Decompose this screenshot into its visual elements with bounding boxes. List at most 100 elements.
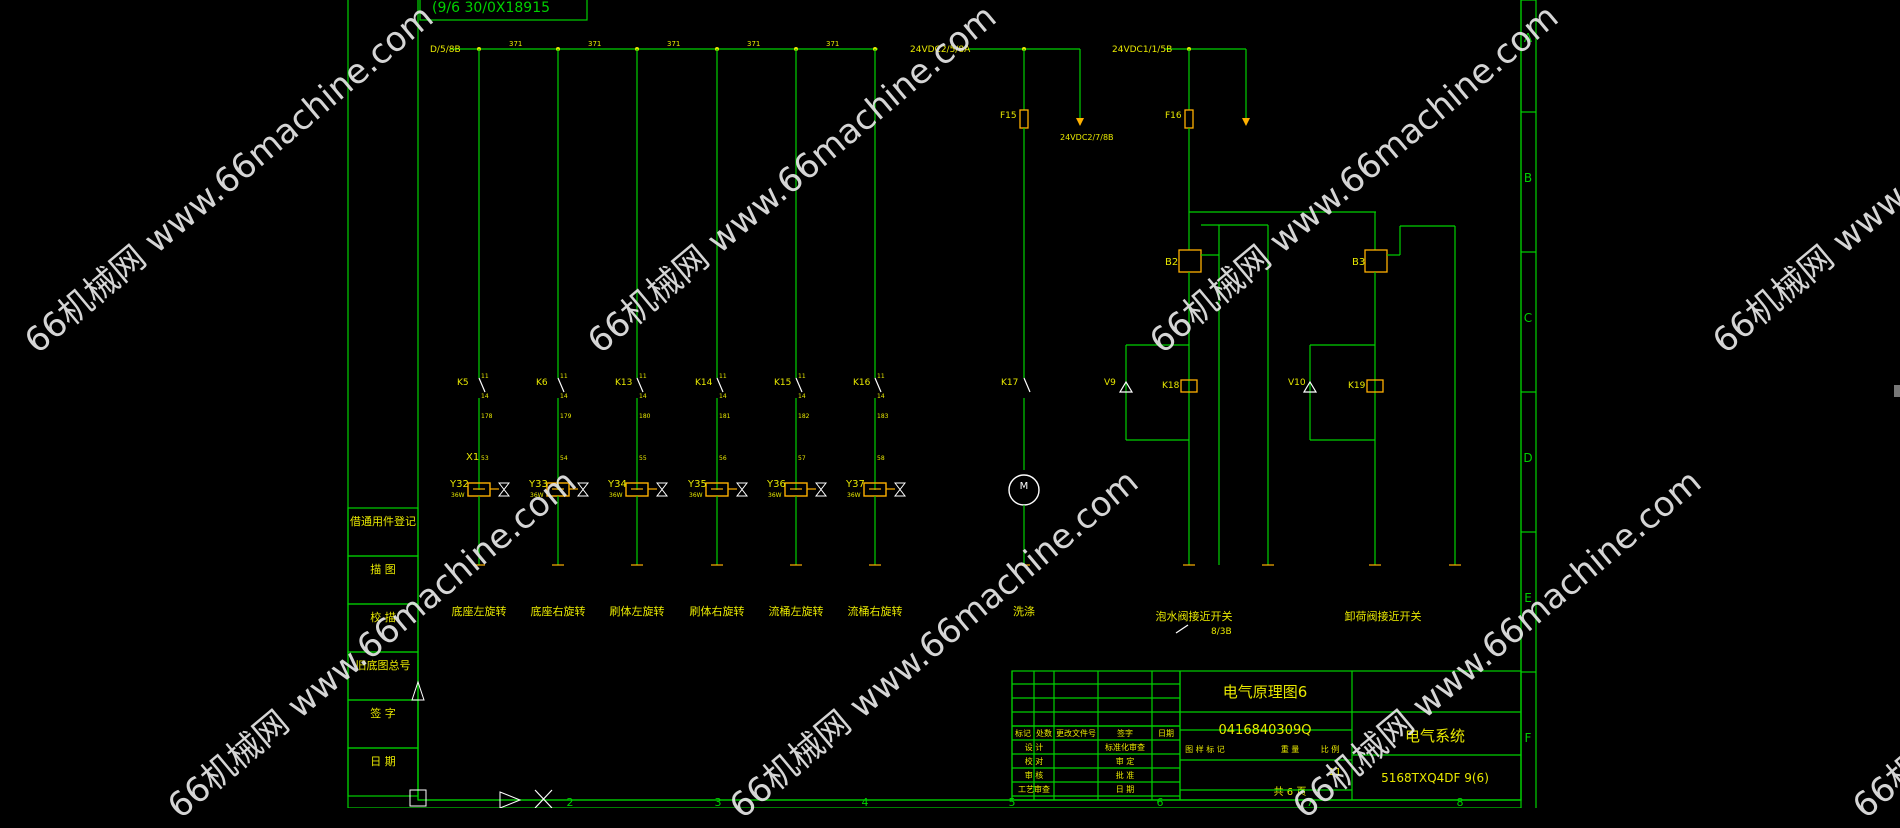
fuse-b-label: F16 xyxy=(1165,111,1182,121)
label-V10: V10 xyxy=(1288,378,1306,388)
side-label-6: 日 期 xyxy=(370,755,396,768)
wire-number: 181 xyxy=(719,413,731,420)
side-box xyxy=(409,789,427,807)
cross-ref-b: 24VDC2/7/8B xyxy=(1060,133,1114,142)
tb-row-label-b-1: 标准化审查 xyxy=(1105,742,1145,752)
bus-number: 371 xyxy=(747,40,760,48)
tb-title: 电气原理图6 xyxy=(1223,683,1308,701)
tb-weight: 重 量 xyxy=(1281,744,1300,754)
terminal: 11 xyxy=(560,373,568,380)
scrollbar-thumb[interactable] xyxy=(1894,385,1900,397)
valve-symbol xyxy=(576,482,590,497)
side-arrow2 xyxy=(499,791,522,808)
column-number-5: 5 xyxy=(1009,796,1016,808)
valve-Y32: Y32 xyxy=(449,479,469,490)
valve-power: 36W xyxy=(451,492,465,499)
valve-symbol xyxy=(497,482,511,497)
terminal: 14 xyxy=(481,393,489,400)
fuse-F15 xyxy=(1019,109,1029,129)
column-number-7: 7 xyxy=(1307,796,1314,808)
wire-number: 57 xyxy=(798,455,806,462)
valve-power: 36W xyxy=(530,492,544,499)
terminal: 11 xyxy=(639,373,647,380)
bus-number: 371 xyxy=(588,40,601,48)
tb-col-head-4: 签字 xyxy=(1117,728,1133,738)
terminal: 11 xyxy=(798,373,806,380)
label-V9: V9 xyxy=(1104,378,1116,388)
row-letter-A: A xyxy=(1524,31,1533,45)
bus-number: 371 xyxy=(509,40,522,48)
wire-number: 178 xyxy=(481,413,493,420)
valve-symbol xyxy=(735,482,749,497)
side-arrow xyxy=(411,680,425,701)
branch-label-6: 流桶右旋转 xyxy=(848,604,903,618)
label-B3: B3 xyxy=(1352,257,1365,268)
tb-row-label-2: 校 对 xyxy=(1025,756,1044,766)
side-label-1: 借通用件登记 xyxy=(350,514,416,528)
wire-number: 183 xyxy=(877,413,889,420)
tb-col-head-3: 更改文件号 xyxy=(1056,728,1096,738)
relay-contact xyxy=(795,377,803,393)
row-letter-C: C xyxy=(1524,311,1532,325)
relay-K14: K14 xyxy=(695,378,713,388)
valve-Y34: Y34 xyxy=(607,479,627,490)
label-valve1: 泡水阀接近开关 xyxy=(1156,609,1233,623)
tb-code: 0416840309Q xyxy=(1219,723,1312,738)
terminal: 14 xyxy=(798,393,806,400)
terminal: 14 xyxy=(639,393,647,400)
diode-V10 xyxy=(1302,380,1318,393)
relay-K17: K17 xyxy=(1001,378,1018,388)
terminal: 11 xyxy=(719,373,727,380)
wire-number: 180 xyxy=(639,413,651,420)
relay-K16: K16 xyxy=(853,378,871,388)
relay-contact xyxy=(874,377,882,393)
valve-power: 36W xyxy=(768,492,782,499)
supply-b: 24VDC2/5/8A xyxy=(910,45,971,55)
switch-ref: 8/3B xyxy=(1211,627,1232,637)
title-top-box xyxy=(419,0,588,21)
branch-label-1: 底座左旋转 xyxy=(452,604,507,618)
bus-number: 371 xyxy=(826,40,839,48)
terminal: 11 xyxy=(481,373,489,380)
wash-arrow xyxy=(1076,118,1084,126)
valve-Y33: Y33 xyxy=(528,479,548,490)
tb-row-label-3: 审 核 xyxy=(1025,770,1044,780)
wire-number: 56 xyxy=(719,455,727,462)
proximity-B3 xyxy=(1364,249,1388,273)
side-mark xyxy=(534,789,553,808)
valve-arrow xyxy=(1242,118,1250,126)
wire-number: 58 xyxy=(877,455,885,462)
relay-K6: K6 xyxy=(536,378,548,388)
column-number-4: 4 xyxy=(862,796,869,808)
column-number-8: 8 xyxy=(1457,796,1464,808)
tb-row-label-b-3: 批 准 xyxy=(1116,770,1135,780)
proximity-B2 xyxy=(1178,249,1202,273)
relay-coil-K19 xyxy=(1366,379,1384,393)
supply-a: D/5/8B xyxy=(430,45,461,55)
switch-symbol xyxy=(1175,624,1189,634)
row-letter-F: F xyxy=(1525,731,1532,745)
row-letter-D: D xyxy=(1523,451,1532,465)
valve-symbol xyxy=(655,482,669,497)
valve-power: 36W xyxy=(689,492,703,499)
label-K18: K18 xyxy=(1162,381,1180,391)
fuse-F16 xyxy=(1184,109,1194,129)
column-number-2: 2 xyxy=(567,796,574,808)
circuit: K51114178Y3236W53K61114179Y3336W54K13111… xyxy=(449,47,1461,634)
drawing-frame xyxy=(347,0,1537,808)
relay-K15: K15 xyxy=(774,378,791,388)
wire-number: 53 xyxy=(481,455,489,462)
tb-row-label-b-2: 审 定 xyxy=(1116,756,1135,766)
fuse-a-label: F15 xyxy=(1000,111,1017,121)
label-valve2: 卸荷阀接近开关 xyxy=(1345,609,1422,623)
motor-letter: M xyxy=(1020,481,1029,492)
valve-Y35: Y35 xyxy=(687,479,707,490)
side-label-4: 旧底图总号 xyxy=(356,658,411,672)
